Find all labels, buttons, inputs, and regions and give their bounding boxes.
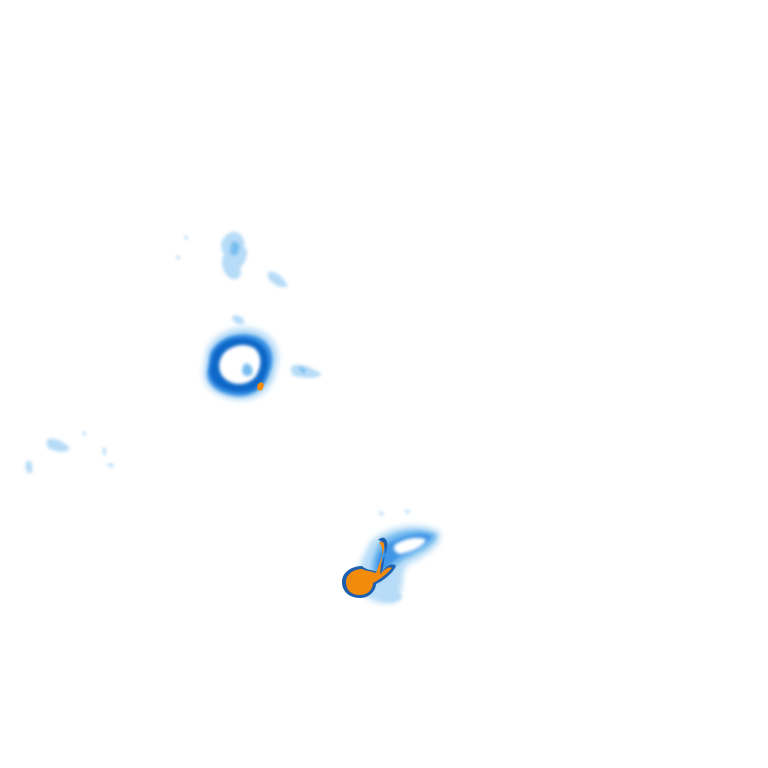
echo-patch-left-5 xyxy=(82,431,87,436)
echo-patch-left-1 xyxy=(46,438,70,452)
orange-core xyxy=(346,541,392,595)
echo-patch-left-4 xyxy=(106,463,114,468)
ring-storm-cell xyxy=(203,327,322,401)
ring-right-tail-core xyxy=(298,367,306,374)
lower-storm-cell xyxy=(342,509,441,604)
echo-patch-upper-6 xyxy=(232,315,245,325)
lower-top-fleck-1 xyxy=(378,511,384,516)
ring-orange-fleck xyxy=(257,382,264,391)
echo-patch-upper-2 xyxy=(230,241,240,256)
lower-bottom-tail xyxy=(376,586,402,602)
ring-inner-spot xyxy=(242,363,253,377)
echo-patch-upper-3 xyxy=(268,271,288,288)
echo-patch-upper-4 xyxy=(184,235,189,240)
lower-inner-white xyxy=(393,537,426,554)
upper-scatter-cluster xyxy=(176,231,288,325)
echo-patch-upper-5 xyxy=(176,255,181,260)
left-scatter-cluster xyxy=(25,431,114,474)
echo-patch-left-3 xyxy=(102,447,107,456)
echo-patch-left-2 xyxy=(25,460,33,474)
lower-top-fleck-2 xyxy=(404,509,410,514)
